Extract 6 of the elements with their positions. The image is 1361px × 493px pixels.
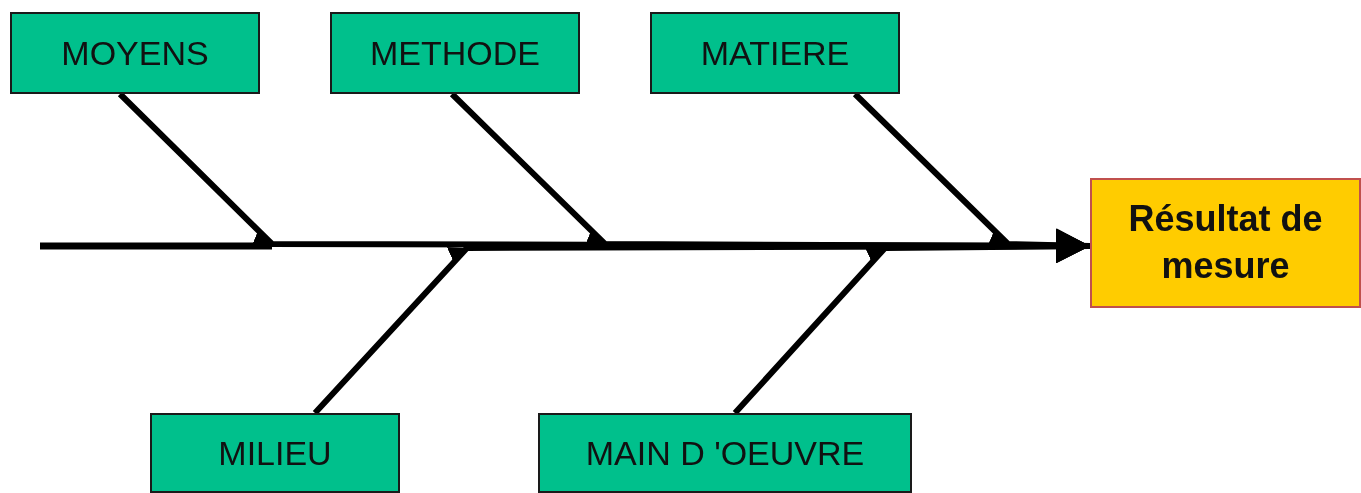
cause-box: MOYENS [10, 12, 260, 94]
cause-box: MILIEU [150, 413, 400, 493]
cause-box: METHODE [330, 12, 580, 94]
effect-box: Résultat de mesure [1090, 178, 1361, 308]
cause-box: MAIN D 'OEUVRE [538, 413, 912, 493]
cause-box: MATIERE [650, 12, 900, 94]
